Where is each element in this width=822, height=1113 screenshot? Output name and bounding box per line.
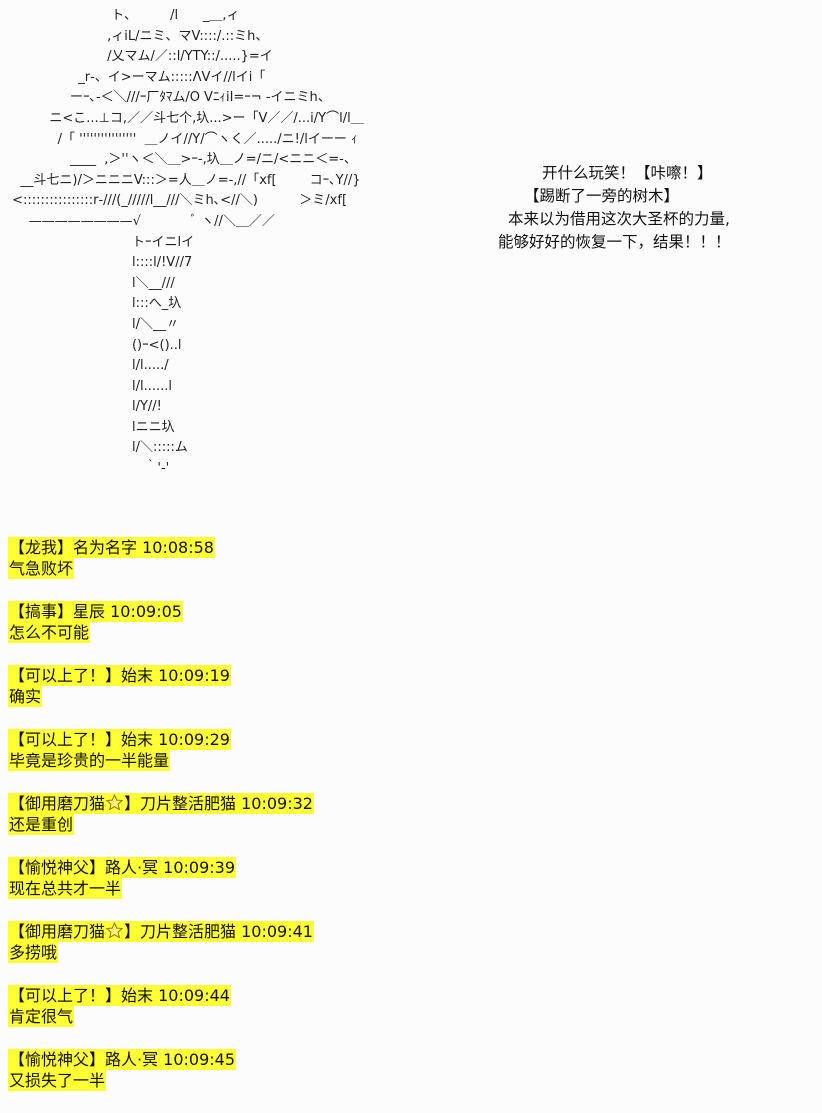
header-suffix: 】刀片整活肥猫 10:09:41 [124,922,313,941]
chat-message: 【愉悦神父】路人·冥 10:09:39 现在总共才一半 [8,857,808,921]
header-prefix: 【御用磨刀猫 [9,922,106,941]
message-text: 气急败坏 [8,558,75,579]
chat-message: 【可以上了！】始末 10:09:19 确实 [8,665,808,729]
star-icon [106,794,123,811]
message-text: 怎么不可能 [8,622,91,643]
message-text: 又损失了一半 [8,1070,107,1091]
star-icon [106,922,123,939]
message-header: 【搞事】星辰 10:09:05 [8,601,183,622]
message-header: 【龙我】名为名字 10:08:58 [8,537,215,558]
dialogue-line: 【踢断了一旁的树木】 [524,187,680,205]
ascii-art-tree: ト、 /l _＿,ィ ,ィiL/ニミ、マV::::/.::ミh、 /乂マム/／:… [12,8,364,477]
chat-message: 【龙我】名为名字 10:08:58 气急败坏 [8,537,808,601]
message-text: 多捞哦 [8,942,59,963]
chat-message: 【御用磨刀猫】刀片整活肥猫 10:09:41 多捞哦 [8,921,808,985]
message-header: 【御用磨刀猫】刀片整活肥猫 10:09:41 [8,921,314,942]
header-suffix: 】刀片整活肥猫 10:09:32 [124,794,313,813]
message-header: 【愉悦神父】路人·冥 10:09:39 [8,857,237,878]
message-header: 【可以上了！】始末 10:09:44 [8,985,231,1006]
message-text: 毕竟是珍贵的一半能量 [8,750,171,771]
character-dialogue: 开什么玩笑！【咔嚓！】 【踢断了一旁的树木】 本来以为借用这次大圣杯的力量, 能… [498,162,813,254]
chat-message: 【搞事】星辰 10:09:05 怎么不可能 [8,601,808,665]
chat-message: 【可以上了！】始末 10:09:29 毕竟是珍贵的一半能量 [8,729,808,793]
message-text: 肯定很气 [8,1006,75,1027]
message-header: 【愉悦神父】路人·冥 10:09:45 [8,1049,237,1070]
message-header: 【御用磨刀猫】刀片整活肥猫 10:09:32 [8,793,314,814]
message-text: 确实 [8,686,43,707]
message-header: 【可以上了！】始末 10:09:29 [8,729,231,750]
dialogue-line: 开什么玩笑！【咔嚓！】 [542,164,713,182]
dialogue-line: 能够好好的恢复一下，结果！！！ [498,233,731,251]
header-prefix: 【御用磨刀猫 [9,794,106,813]
message-text: 现在总共才一半 [8,878,123,899]
chat-message: 【御用磨刀猫】刀片整活肥猫 10:09:32 还是重创 [8,793,808,857]
chat-log: 【龙我】名为名字 10:08:58 气急败坏 【搞事】星辰 10:09:05 怎… [8,537,808,1113]
message-text: 还是重创 [8,814,75,835]
chat-message: 【可以上了！】始末 10:09:44 肯定很气 [8,985,808,1049]
chat-message: 【愉悦神父】路人·冥 10:09:45 又损失了一半 [8,1049,808,1113]
message-header: 【可以上了！】始末 10:09:19 [8,665,231,686]
dialogue-line: 本来以为借用这次大圣杯的力量, [508,210,730,228]
